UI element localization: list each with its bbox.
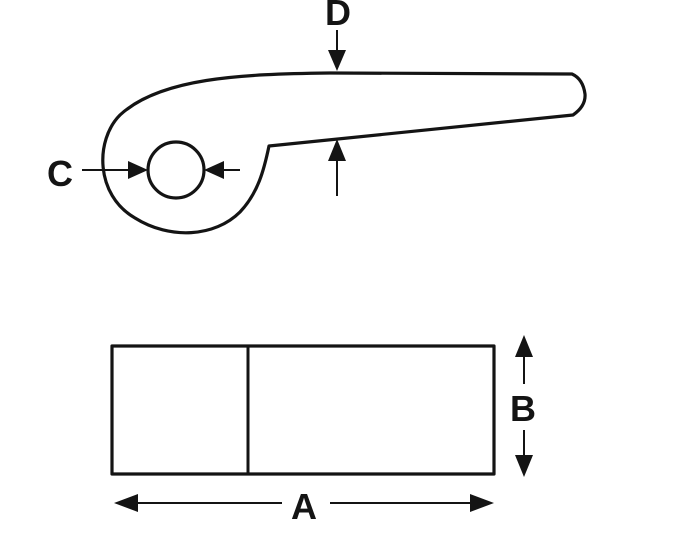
dimension-b-bottom-arrow [515, 455, 533, 477]
dimension-c-right-arrow [204, 161, 224, 179]
dimension-a-right-arrow [470, 494, 494, 512]
dimension-b-label: B [510, 388, 536, 429]
lever-side-view [110, 344, 496, 476]
dimension-c-label: C [47, 153, 73, 194]
dimension-c-left-arrow [128, 161, 148, 179]
dimension-d-label: D [325, 0, 351, 33]
dimension-b: B [510, 335, 536, 477]
dimension-a-left-arrow [114, 494, 138, 512]
dimension-d-bottom-arrow [328, 139, 346, 161]
dimension-b-top-arrow [515, 335, 533, 357]
lever-top-view [101, 71, 587, 235]
lever-outline [101, 71, 587, 235]
dimension-d: D [325, 0, 351, 196]
dimension-d-top-arrow [328, 50, 346, 71]
dimension-c: C [47, 153, 240, 194]
side-view-rectangle [110, 344, 496, 476]
dimension-a-label: A [291, 486, 317, 527]
pivot-hole [146, 140, 206, 200]
dimension-a: A [114, 486, 494, 527]
